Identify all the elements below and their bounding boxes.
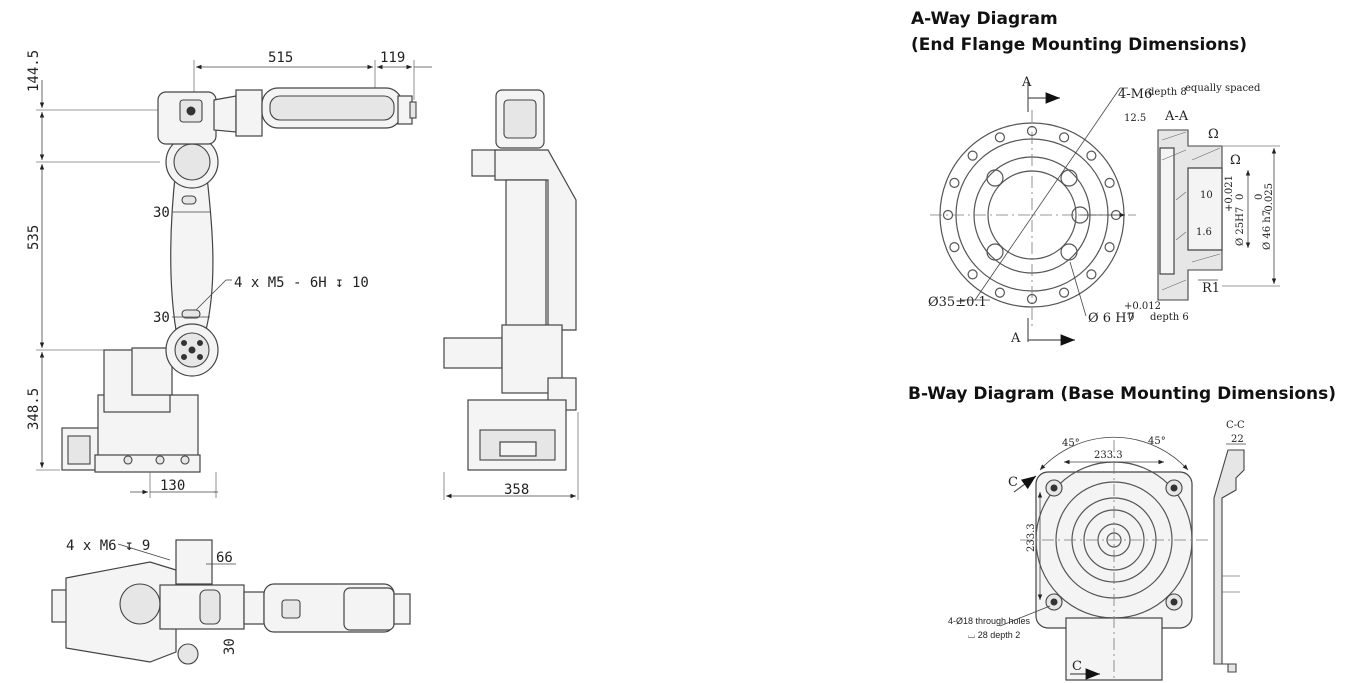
flange-bolt-hole: [949, 177, 960, 188]
dia-46: Ø 46 h7: [1262, 210, 1273, 250]
flange-bolt-hole: [1104, 242, 1115, 253]
flange-bolt-hole: [1058, 132, 1070, 143]
dim-10: 10: [1200, 190, 1213, 201]
dia-25: Ø 25H7: [1235, 207, 1246, 246]
side-thread-note: 4 x M5 - 6H ↧ 10: [234, 275, 369, 291]
dim-12-5: 12.5: [1124, 113, 1146, 124]
dim-233-v: 233.3: [1026, 523, 1037, 552]
section-a-top: A: [1021, 75, 1032, 90]
dim-66: 66: [216, 550, 233, 566]
dim-1-6: 1.6: [1196, 227, 1212, 238]
section-cc-label: C-C: [1226, 420, 1245, 431]
angle-right: 45°: [1148, 436, 1166, 447]
tol-6-upper: +0.012: [1124, 301, 1161, 312]
flange-diagram: A A 4-M6 depth 8 equally spaced 12.5 Ø35…: [928, 75, 1261, 346]
section-c-top: C: [1008, 475, 1018, 490]
section-aa-label: A-A: [1164, 109, 1189, 124]
flange-bolt-hole: [994, 287, 1006, 298]
side-view: 515 119 144.5 535 348.5: [26, 50, 432, 498]
tol-46-lower: -0.025: [1264, 183, 1275, 215]
dia-35: Ø35±0.1: [928, 295, 987, 310]
dim-515: 515: [268, 50, 293, 66]
dim-358: 358: [504, 482, 529, 498]
flatness-1: Ω: [1208, 127, 1219, 142]
flange-bolt-hole: [1104, 177, 1115, 188]
section-a-bottom: A: [1010, 331, 1021, 346]
dim-119: 119: [380, 50, 405, 66]
a-way-title: A-Way Diagram: [911, 9, 1058, 29]
angle-left: 45°: [1062, 438, 1080, 449]
flange-bolt-hole: [1026, 293, 1038, 305]
dim-130: 130: [160, 478, 185, 494]
front-view: 358: [443, 89, 579, 500]
b-way-title: B-Way Diagram (Base Mounting Dimensions): [908, 384, 1337, 404]
dim-144-5: 144.5: [26, 50, 42, 92]
dim-22: 22: [1231, 434, 1244, 445]
flange-bolt-hole: [1086, 150, 1097, 161]
flange-hole-depth: depth 8: [1148, 87, 1187, 98]
flange-hole-suffix: equally spaced: [1185, 83, 1261, 94]
dim-30-top: 30: [222, 638, 238, 655]
a-way-subtitle: (End Flange Mounting Dimensions): [911, 35, 1248, 55]
dim-348-5: 348.5: [26, 388, 42, 430]
through-holes-note: 4-Ø18 through holes: [948, 616, 1031, 626]
dim-535: 535: [26, 225, 42, 250]
tol-25-upper: +0.021: [1224, 175, 1235, 212]
section-c-c: C-C 22: [1213, 420, 1246, 673]
tol-25-lower: 0: [1235, 194, 1246, 200]
depth-6: depth 6: [1150, 312, 1189, 323]
dia-6: Ø 6 H7: [1088, 311, 1135, 326]
flange-bolt-hole: [967, 269, 978, 280]
flange-bolt-hole: [1058, 287, 1070, 298]
flange-bolt-hole: [949, 242, 960, 253]
tol-46-upper: 0: [1254, 194, 1265, 200]
flange-bolt-hole: [1086, 269, 1097, 280]
counterbore-note: ⌴ 28 depth 2: [968, 630, 1020, 640]
dim-30-upper: 30: [153, 205, 170, 221]
flange-hole-prefix: 4-M6: [1118, 87, 1152, 102]
dim-30-lower: 30: [153, 310, 170, 326]
base-diagram: 45° 45° 233.3 233.3 C C 4-Ø18 through ho…: [948, 436, 1208, 681]
flatness-2: Ω: [1230, 153, 1241, 168]
top-view: 4 x M6 ↧ 9 66 30: [51, 538, 411, 665]
section-c-bottom: C: [1072, 659, 1082, 674]
radius-r1: R1: [1202, 281, 1220, 296]
section-a-a: A-A 10 1.6 Ø 25H7 +0.021 0 Ø 46 h7 0 -0.…: [1157, 109, 1280, 301]
tol-6-lower: 0: [1128, 312, 1134, 323]
flange-bolt-hole: [942, 209, 954, 221]
top-thread-note: 4 x M6 ↧ 9: [66, 538, 150, 554]
flange-bolt-hole: [967, 150, 978, 161]
flange-bolt-hole: [994, 132, 1006, 143]
flange-bolt-hole: [1026, 125, 1038, 137]
dim-233-h: 233.3: [1094, 450, 1123, 461]
